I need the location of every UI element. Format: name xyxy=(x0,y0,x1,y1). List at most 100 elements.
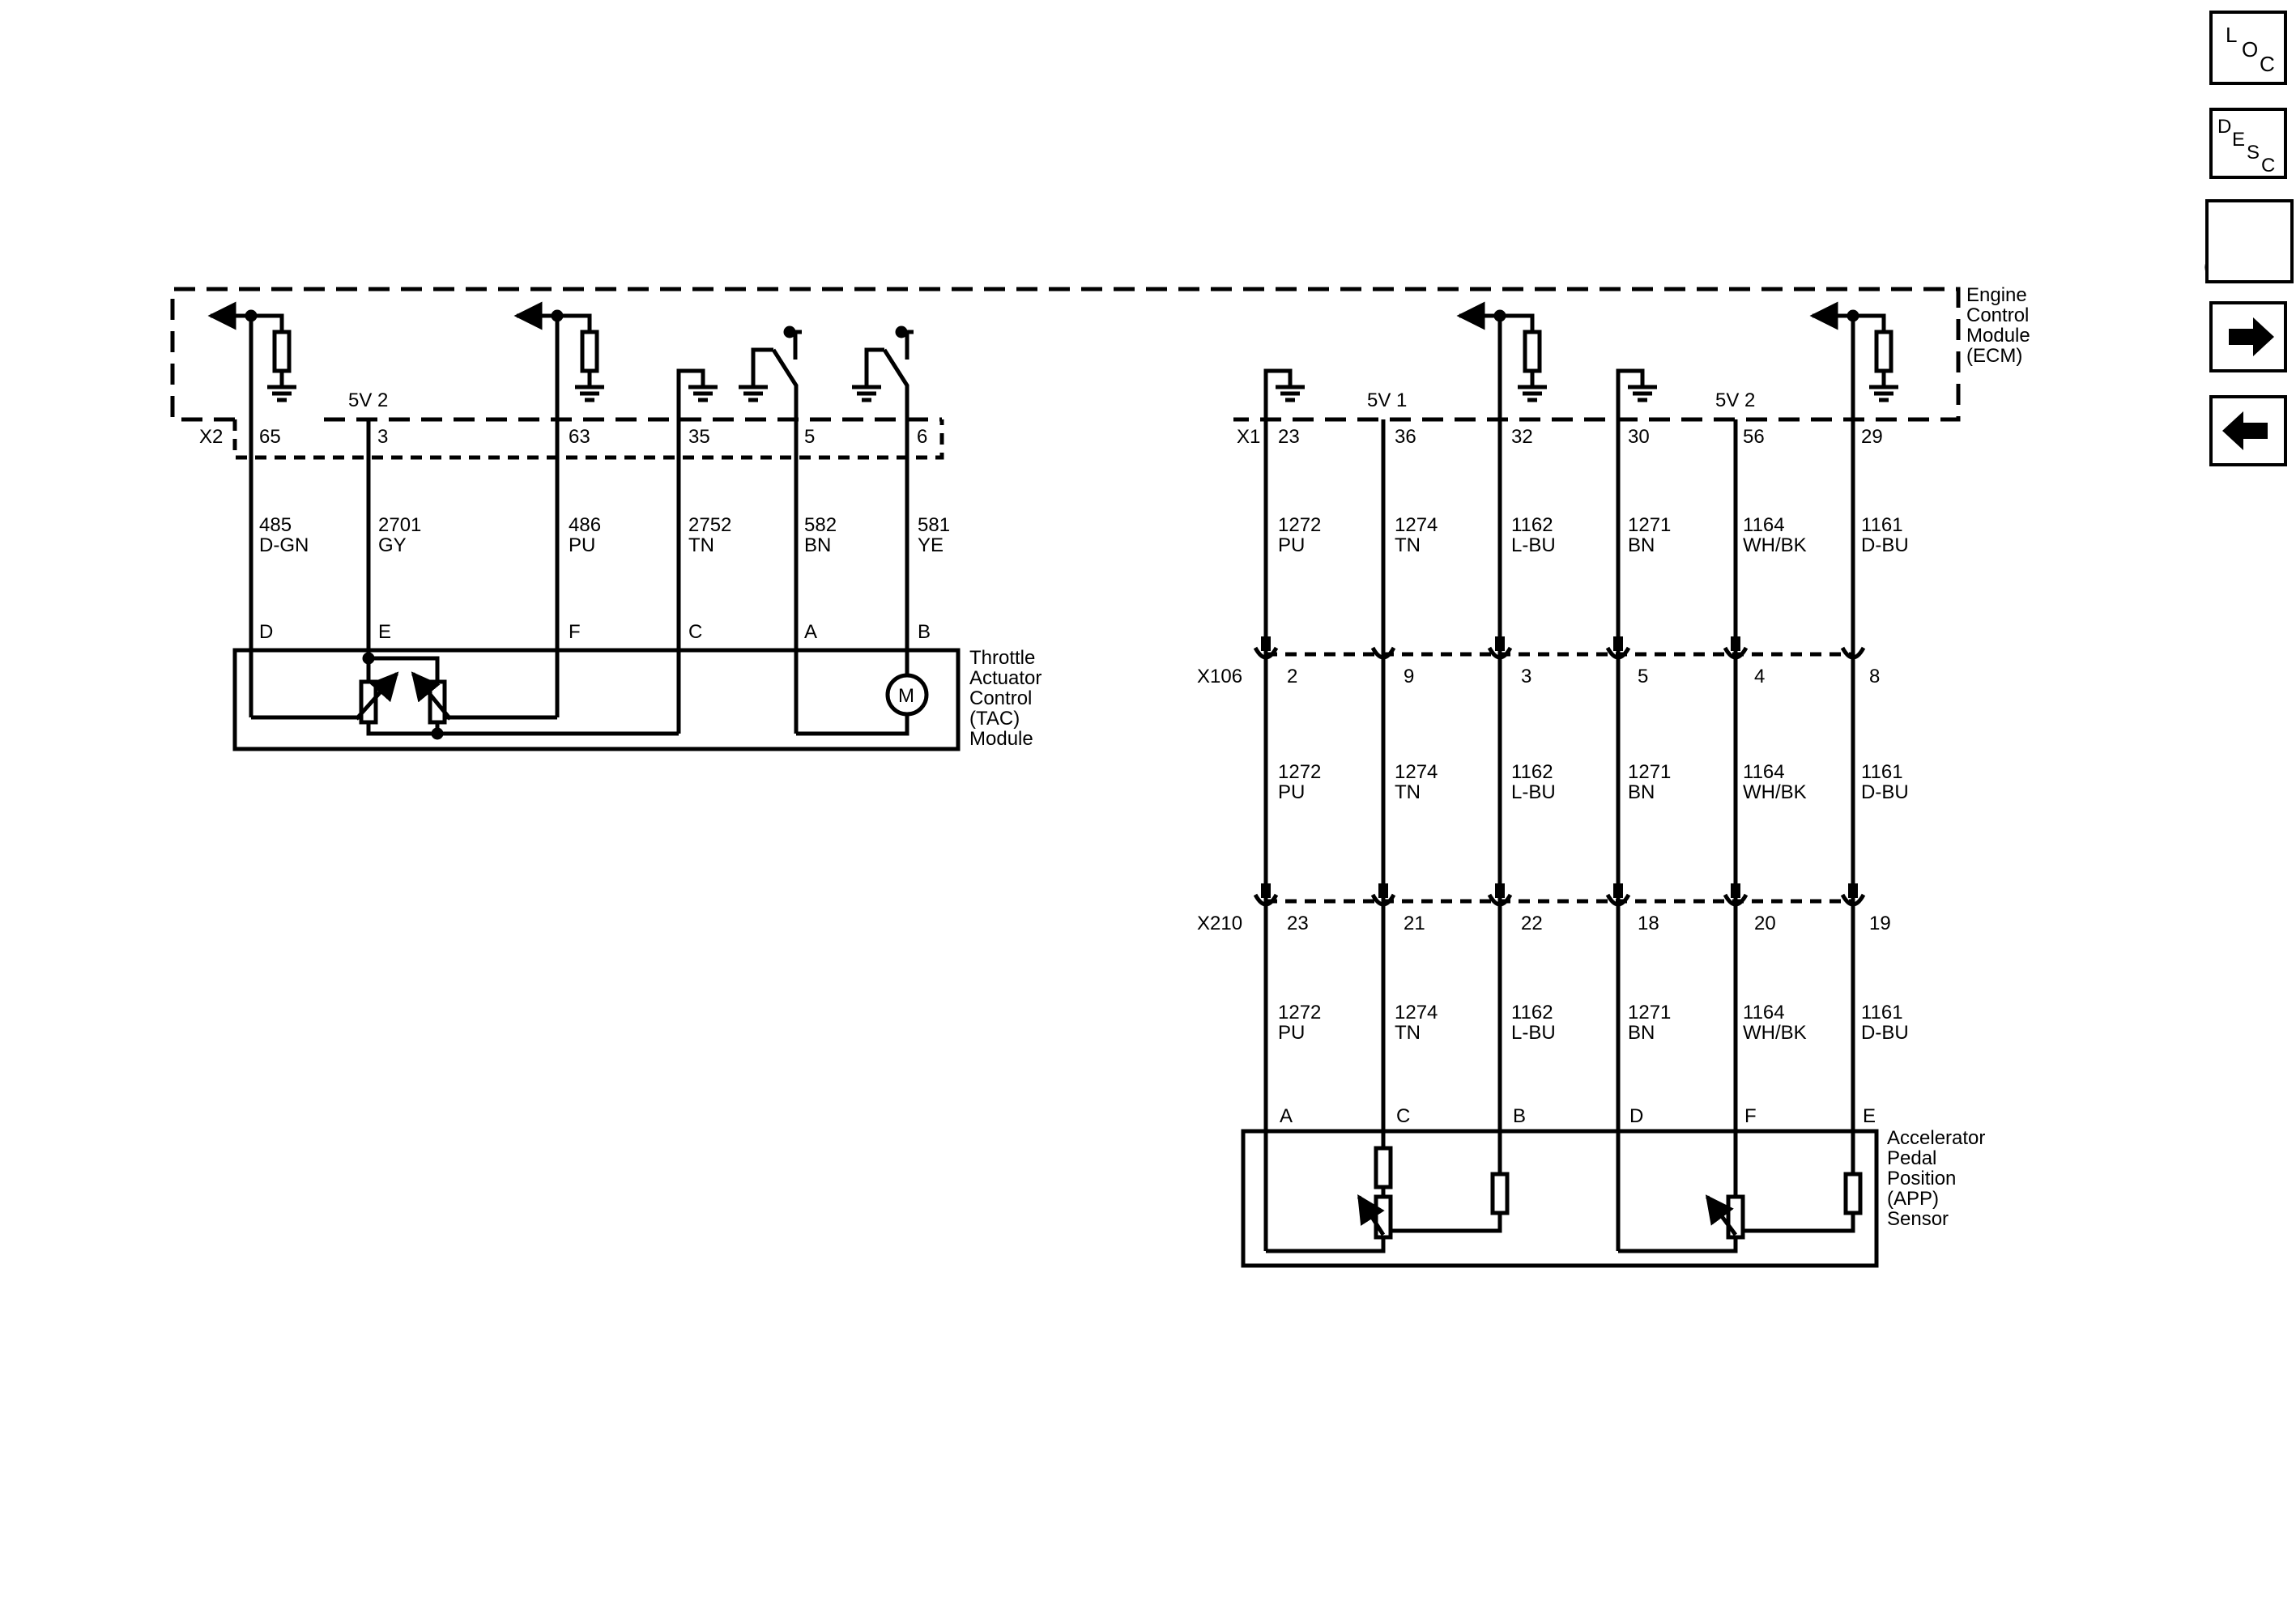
ecm-pin-30: 30 xyxy=(1628,426,1650,448)
desc-letter-e: E xyxy=(2232,129,2245,151)
inline-connectors xyxy=(1253,646,1866,907)
tac-pin-c: C xyxy=(688,621,702,643)
ecm-pin-3: 3 xyxy=(377,426,388,448)
x210-pin-22: 22 xyxy=(1521,913,1543,934)
loc-letter-c: C xyxy=(2260,52,2275,76)
connector-end-view-button[interactable] xyxy=(2204,199,2294,283)
wire-1164-b-color: WH/BK xyxy=(1743,781,1807,803)
x210-pin-21: 21 xyxy=(1404,913,1425,934)
wire-581-color: YE xyxy=(918,534,944,556)
left-wires xyxy=(249,316,909,734)
wire-1272-b: 1272 xyxy=(1278,761,1321,783)
ecm-label-4: (ECM) xyxy=(1966,345,2022,367)
wire-1274-b: 1274 xyxy=(1395,761,1438,783)
x106-label: X106 xyxy=(1197,666,1242,687)
arrow-left-icon xyxy=(2222,411,2268,450)
wire-1271-c-color: BN xyxy=(1628,1022,1655,1044)
app-sensor xyxy=(1241,1129,1879,1268)
left-supply-5v2: 5V 2 xyxy=(348,389,388,411)
ecm-label-1: Engine xyxy=(1966,284,2027,306)
ecm-module: Engine Control Module (ECM) xyxy=(170,284,2030,422)
wire-1272-c: 1272 xyxy=(1278,1002,1321,1023)
wire-1164-c: 1164 xyxy=(1743,1002,1785,1023)
ecm-pin-65: 65 xyxy=(259,426,281,448)
x210-pin-19: 19 xyxy=(1869,913,1891,934)
app-label-2: Pedal xyxy=(1887,1147,1936,1169)
loc-letter-o: O xyxy=(2242,37,2258,62)
wire-1164-a-color: WH/BK xyxy=(1743,534,1807,556)
wire-1164-a: 1164 xyxy=(1743,514,1785,536)
app-pin-e: E xyxy=(1863,1105,1876,1127)
wire-485-color: D-GN xyxy=(259,534,309,556)
right-supply-5v1: 5V 1 xyxy=(1367,389,1407,411)
wire-1274-c: 1274 xyxy=(1395,1002,1438,1023)
wire-485: 485 xyxy=(259,514,292,536)
wire-1272-a-color: PU xyxy=(1278,534,1305,556)
x106-pin-5: 5 xyxy=(1638,666,1648,687)
tac-pin-d: D xyxy=(259,621,273,643)
app-pin-a: A xyxy=(1280,1105,1293,1127)
ecm-pin-23: 23 xyxy=(1278,426,1300,448)
x1-label: X1 xyxy=(1237,426,1260,448)
wire-1161-a: 1161 xyxy=(1861,514,1903,536)
ecm-pin-56: 56 xyxy=(1743,426,1765,448)
wire-1272-b-color: PU xyxy=(1278,781,1305,803)
tac-label-3: Control xyxy=(969,687,1032,709)
wire-1164-b: 1164 xyxy=(1743,761,1785,783)
wire-1274-a-color: TN xyxy=(1395,534,1421,556)
ecm-right-internal xyxy=(1263,301,1898,419)
wire-1162-a-color: L-BU xyxy=(1511,534,1556,556)
wire-1274-c-color: TN xyxy=(1395,1022,1421,1044)
app-pin-b: B xyxy=(1513,1105,1526,1127)
tac-pin-f: F xyxy=(569,621,581,643)
wire-582-color: BN xyxy=(804,534,831,556)
x210-label: X210 xyxy=(1197,913,1242,934)
wire-1271-a: 1271 xyxy=(1628,514,1671,536)
wire-1162-b-color: L-BU xyxy=(1511,781,1556,803)
ecm-pin-6: 6 xyxy=(917,426,927,448)
x2-connector: X2 xyxy=(199,419,944,460)
loc-button[interactable]: L O C xyxy=(2209,11,2287,85)
wire-1271-b: 1271 xyxy=(1628,761,1671,783)
wire-1162-a: 1162 xyxy=(1511,514,1553,536)
previous-button[interactable] xyxy=(2209,395,2287,466)
app-label-4: (APP) xyxy=(1887,1188,1939,1210)
app-label-5: Sensor xyxy=(1887,1208,1949,1230)
ecm-boundary xyxy=(170,287,1961,422)
tac-pin-e: E xyxy=(378,621,391,643)
wire-1164-c-color: WH/BK xyxy=(1743,1022,1807,1044)
right-circuit-labels: 23 36 32 30 56 29 1272 PU 1274 TN 1162 L… xyxy=(1278,426,1909,1127)
tac-pin-a: A xyxy=(804,621,817,643)
ecm-label-2: Control xyxy=(1966,304,2029,326)
wire-1272-a: 1272 xyxy=(1278,514,1321,536)
arrow-right-icon xyxy=(2229,317,2274,356)
tac-label-4: (TAC) xyxy=(969,708,1020,730)
wire-1271-c: 1271 xyxy=(1628,1002,1671,1023)
wire-1274-b-color: TN xyxy=(1395,781,1421,803)
ecm-label-3: Module xyxy=(1966,325,2030,347)
wire-1161-a-color: D-BU xyxy=(1861,534,1909,556)
app-pin-c: C xyxy=(1396,1105,1410,1127)
left-circuit-labels: 65 3 63 35 5 6 485 D-GN 2701 GY 486 PU 2… xyxy=(259,426,950,643)
app-pin-f: F xyxy=(1744,1105,1757,1127)
next-button[interactable] xyxy=(2209,301,2287,372)
wire-2752-color: TN xyxy=(688,534,714,556)
ecm-pin-29: 29 xyxy=(1861,426,1883,448)
x106-pin-2: 2 xyxy=(1287,666,1297,687)
wire-2701-color: GY xyxy=(378,534,407,556)
throttle-motor-label: M xyxy=(898,685,914,707)
wire-1161-c: 1161 xyxy=(1861,1002,1903,1023)
ecm-left-internal xyxy=(207,301,914,419)
ecm-pin-36: 36 xyxy=(1395,426,1416,448)
app-sensor-box xyxy=(1241,1129,1879,1268)
throttle-motor-icon xyxy=(885,673,929,717)
desc-button[interactable]: D E S C xyxy=(2209,108,2287,179)
sidebar-nav: L O C D E S C xyxy=(2204,11,2294,466)
tac-label-5: Module xyxy=(969,728,1033,750)
desc-letter-c: C xyxy=(2261,155,2275,177)
x2-connector-outline xyxy=(232,419,944,460)
app-pin-d: D xyxy=(1629,1105,1643,1127)
ecm-pin-32: 32 xyxy=(1511,426,1533,448)
ecm-pin-5: 5 xyxy=(804,426,815,448)
